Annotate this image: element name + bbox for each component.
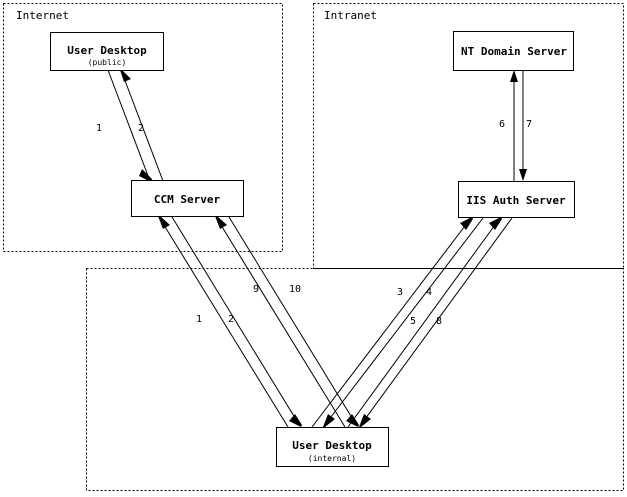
connection-8-iis-to-internal — [359, 217, 513, 427]
connection-1-public-to-ccm — [107, 69, 152, 182]
node-box[interactable] — [50, 32, 164, 71]
zone-internet-label: Internet — [16, 9, 69, 22]
flow-step-label-1-internal: 1 — [196, 314, 202, 325]
connection-line — [347, 217, 501, 428]
node-box[interactable] — [458, 181, 575, 218]
arrowhead-icon — [120, 70, 131, 82]
flow-step-label-10: 10 — [289, 284, 301, 295]
node-box[interactable] — [131, 180, 244, 217]
connection-line — [107, 69, 151, 182]
zone-internet: Internet — [3, 3, 283, 252]
flow-step-label-5: 5 — [410, 316, 416, 327]
connection-line — [228, 216, 358, 427]
arrowhead-icon — [289, 414, 302, 427]
flow-step-label-2-internal: 2 — [228, 314, 234, 325]
node-subtitle: (public) — [88, 58, 127, 67]
connection-line — [323, 217, 484, 427]
zone-intranet-label: Intranet — [324, 9, 377, 22]
node-title: NT Domain Server — [461, 45, 567, 58]
node-iis-auth-server[interactable]: IIS Auth Server — [458, 181, 575, 218]
node-nt-domain-server[interactable]: NT Domain Server — [453, 31, 574, 71]
flow-step-label-2: 2 — [138, 123, 144, 134]
connection-2-ccm-to-internal — [171, 216, 302, 427]
connection-line — [359, 217, 513, 427]
arrowhead-icon — [139, 169, 152, 182]
flow-step-label-1: 1 — [96, 123, 102, 134]
arrowhead-icon — [460, 217, 473, 230]
arrowhead-icon — [158, 216, 170, 229]
arrowhead-icon — [215, 216, 227, 229]
flow-step-label-7: 7 — [526, 119, 532, 130]
connection-line — [215, 216, 346, 428]
node-box[interactable] — [276, 427, 389, 467]
connection-10-ccm-to-internal — [228, 216, 359, 427]
zone-internal-border — [86, 268, 624, 491]
connection-3-internal-to-iis — [311, 217, 473, 428]
connection-line — [311, 217, 472, 428]
arrowhead-icon — [519, 169, 527, 181]
node-user-desktop-internal[interactable]: User Desktop (internal) — [276, 427, 389, 467]
flow-step-label-6: 6 — [499, 119, 505, 130]
node-title: User Desktop — [292, 439, 372, 452]
connection-line — [120, 69, 164, 182]
zone-internal-network — [86, 268, 624, 491]
arrowhead-icon — [323, 414, 335, 427]
connection-1-internal-to-ccm — [158, 216, 289, 428]
connection-4-iis-to-internal — [323, 217, 484, 427]
connection-5-internal-to-iis — [347, 217, 502, 428]
arrowhead-icon — [510, 70, 518, 82]
node-title: User Desktop — [67, 44, 147, 57]
connection-line — [158, 216, 289, 428]
connection-line — [171, 216, 301, 427]
zone-internet-border — [3, 3, 283, 252]
flow-step-label-4: 4 — [426, 287, 432, 298]
connection-6-iis-to-nt — [510, 70, 518, 181]
flow-step-label-3: 3 — [397, 287, 403, 298]
node-ccm-server[interactable]: CCM Server — [131, 180, 244, 217]
node-box[interactable] — [453, 31, 574, 71]
node-subtitle: (internal) — [308, 454, 356, 463]
flow-step-label-9: 9 — [253, 284, 259, 295]
node-user-desktop-public[interactable]: User Desktop (public) — [50, 32, 164, 71]
flow-step-label-8: 8 — [436, 316, 442, 327]
arrowhead-icon — [489, 217, 502, 230]
connection-9-internal-to-ccm — [215, 216, 346, 428]
node-title: CCM Server — [154, 193, 221, 206]
connection-2-ccm-to-public — [120, 69, 164, 182]
connection-7-nt-to-iis — [519, 70, 527, 181]
arrowhead-icon — [359, 414, 371, 427]
node-title: IIS Auth Server — [466, 194, 566, 207]
